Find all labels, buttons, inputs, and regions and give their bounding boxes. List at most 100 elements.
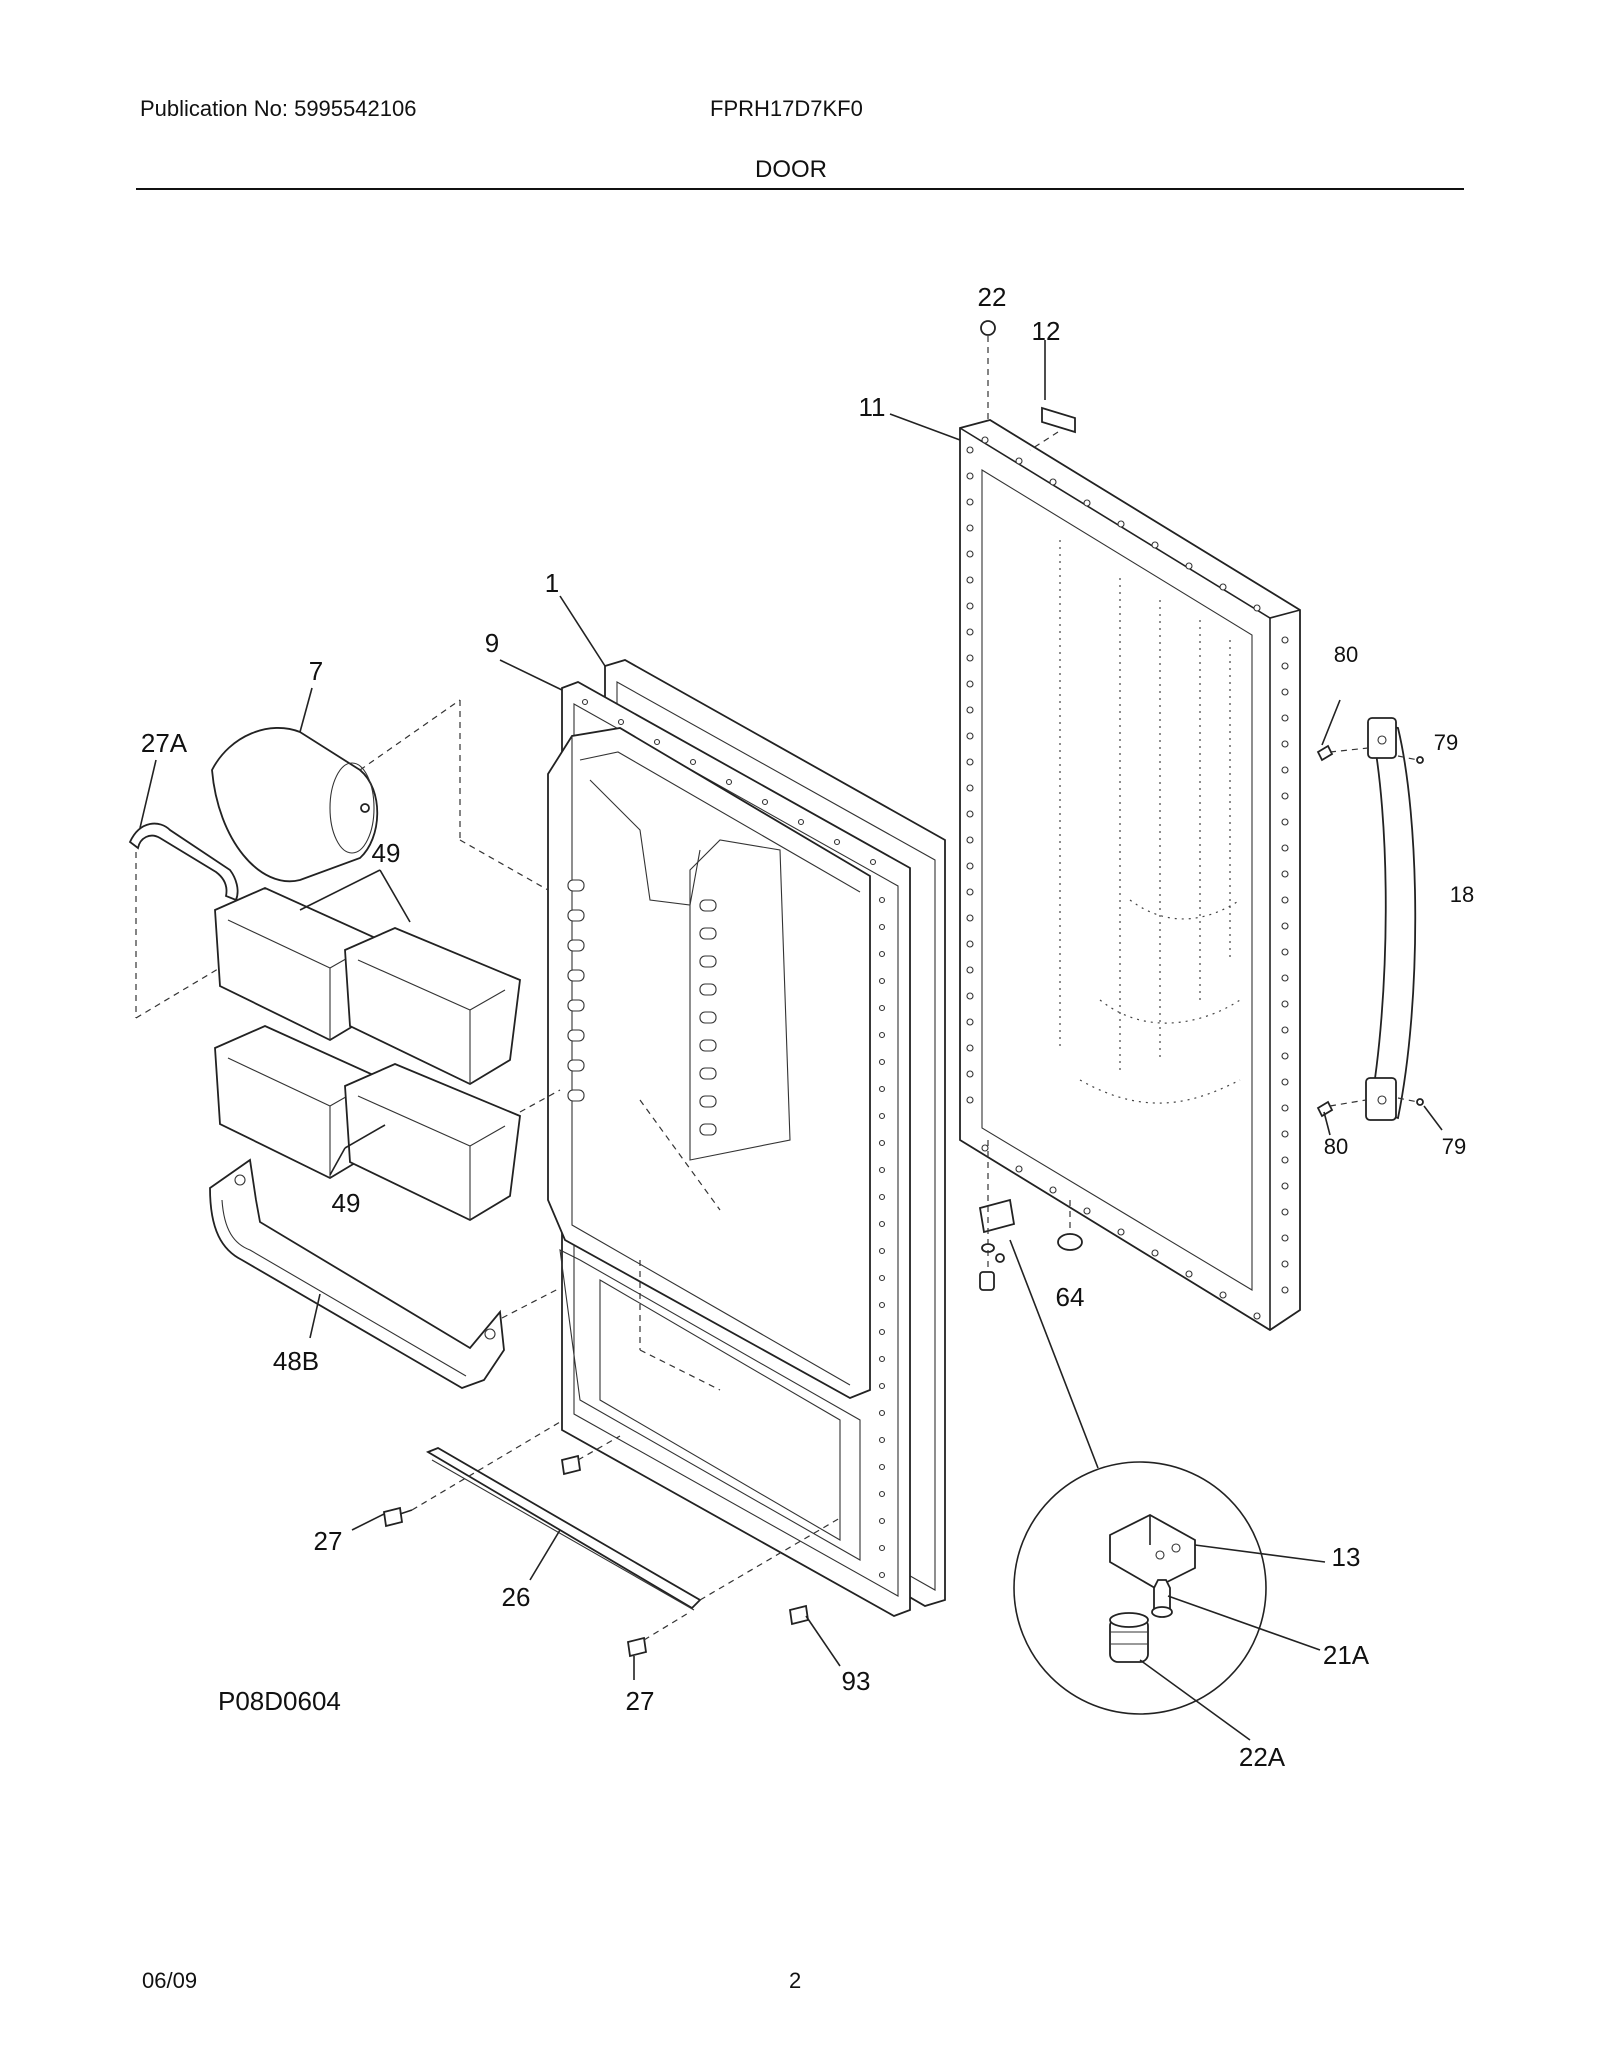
- screw-hole: [878, 896, 886, 904]
- screw-hole: [878, 1517, 886, 1525]
- bin-support-peg: [699, 983, 717, 996]
- screw-hole: [833, 838, 841, 846]
- callout-22A: 22A: [1239, 1742, 1286, 1772]
- hinge-detail-circle: [1013, 1461, 1326, 1741]
- screw-hole: [761, 798, 769, 806]
- callout-12: 12: [1032, 316, 1061, 346]
- screw-hole: [878, 1139, 886, 1147]
- screw-hole: [966, 576, 974, 584]
- screw-hole: [966, 706, 974, 714]
- footer-page-number: 2: [789, 1968, 802, 1993]
- screw-hole: [1281, 1026, 1289, 1034]
- screw-hole: [869, 858, 877, 866]
- screw-hole: [878, 1571, 886, 1579]
- screw-hole: [1083, 499, 1091, 507]
- screw-hole: [878, 1355, 886, 1363]
- screw-hole: [966, 602, 974, 610]
- screw-hole: [1281, 636, 1289, 644]
- panel-screw-holes: [966, 436, 1289, 1320]
- screw-hole: [878, 950, 886, 958]
- screw-hole: [1281, 1182, 1289, 1190]
- screw-hole: [878, 1004, 886, 1012]
- screw-hole: [1117, 520, 1125, 528]
- callout-64: 64: [1056, 1282, 1085, 1312]
- screw-hole: [1219, 1291, 1227, 1299]
- model-number: FPRH17D7KF0: [710, 96, 863, 121]
- screw-hole: [1281, 1078, 1289, 1086]
- screw-hole: [878, 1220, 886, 1228]
- screw-hole: [966, 498, 974, 506]
- callout-27-bottom: 27: [626, 1686, 655, 1716]
- screw-hole: [878, 923, 886, 931]
- screw-hole: [966, 940, 974, 948]
- screw-hole: [878, 1436, 886, 1444]
- screw-hole: [1015, 457, 1023, 465]
- callout-80-bottom: 80: [1324, 1134, 1348, 1159]
- callout-27A: 27A: [141, 728, 188, 758]
- screw-hole: [878, 1193, 886, 1201]
- screw-hole: [966, 992, 974, 1000]
- bin-support-peg: [567, 969, 585, 982]
- callout-79-bottom: 79: [1442, 1134, 1466, 1159]
- callout-80-top: 80: [1334, 642, 1358, 667]
- shelf-bin-supports: [567, 879, 717, 1136]
- panel-inner-ribs: [1059, 540, 1241, 1104]
- screw-hole: [966, 550, 974, 558]
- bin-support-peg: [567, 879, 585, 892]
- screw-hole: [878, 1463, 886, 1471]
- screw-hole: [966, 1070, 974, 1078]
- bin-support-peg: [567, 939, 585, 952]
- screw-hole: [1281, 1260, 1289, 1268]
- screw-hole: [966, 1044, 974, 1052]
- screw-hole: [878, 1166, 886, 1174]
- callout-93: 93: [842, 1666, 871, 1696]
- screw-hole: [725, 778, 733, 786]
- callout-21A: 21A: [1323, 1640, 1370, 1670]
- leader-lines: [139, 413, 961, 891]
- screw-hole: [878, 1247, 886, 1255]
- callout-11: 11: [859, 392, 886, 422]
- screw-hole: [1281, 896, 1289, 904]
- screw-hole: [878, 1085, 886, 1093]
- screw-hole: [966, 758, 974, 766]
- screw-hole: [1281, 714, 1289, 722]
- screw-hole: [1281, 766, 1289, 774]
- screw-hole: [1281, 1234, 1289, 1242]
- screw-hole: [966, 524, 974, 532]
- bin-support-peg: [567, 999, 585, 1012]
- screw-hole: [966, 732, 974, 740]
- bin-support-peg: [567, 1059, 585, 1072]
- screw-hole: [981, 436, 989, 444]
- callout-7: 7: [309, 656, 323, 686]
- top-screw-22: [980, 320, 996, 420]
- screw-hole: [1281, 1052, 1289, 1060]
- callout-22: 22: [978, 282, 1007, 312]
- screw-hole: [966, 966, 974, 974]
- bin-support-peg: [699, 1011, 717, 1024]
- screw-hole: [966, 654, 974, 662]
- dairy-door-7: [211, 727, 379, 883]
- screw-hole: [1151, 541, 1159, 549]
- screw-hole: [878, 1490, 886, 1498]
- screw-hole: [878, 1382, 886, 1390]
- screw-hole: [1219, 583, 1227, 591]
- bin-support-peg: [699, 927, 717, 940]
- screw-hole: [966, 784, 974, 792]
- screw-hole: [1185, 1270, 1193, 1278]
- screw-hole: [1281, 974, 1289, 982]
- publication-number: Publication No: 5995542106: [140, 96, 417, 121]
- screw-hole: [1281, 870, 1289, 878]
- callout-79-top: 79: [1434, 730, 1458, 755]
- screw-hole: [581, 698, 589, 706]
- screw-hole: [1281, 1000, 1289, 1008]
- screw-hole: [1281, 662, 1289, 670]
- screw-hole: [966, 1018, 974, 1026]
- bottom-trim-26: [425, 1447, 702, 1611]
- bin-support-peg: [567, 1089, 585, 1102]
- screw-hole: [1281, 948, 1289, 956]
- handle-screws: [1316, 699, 1443, 1136]
- callout-27-left: 27: [314, 1526, 343, 1556]
- screw-hole: [878, 1112, 886, 1120]
- screw-hole: [1083, 1207, 1091, 1215]
- screw-hole: [966, 628, 974, 636]
